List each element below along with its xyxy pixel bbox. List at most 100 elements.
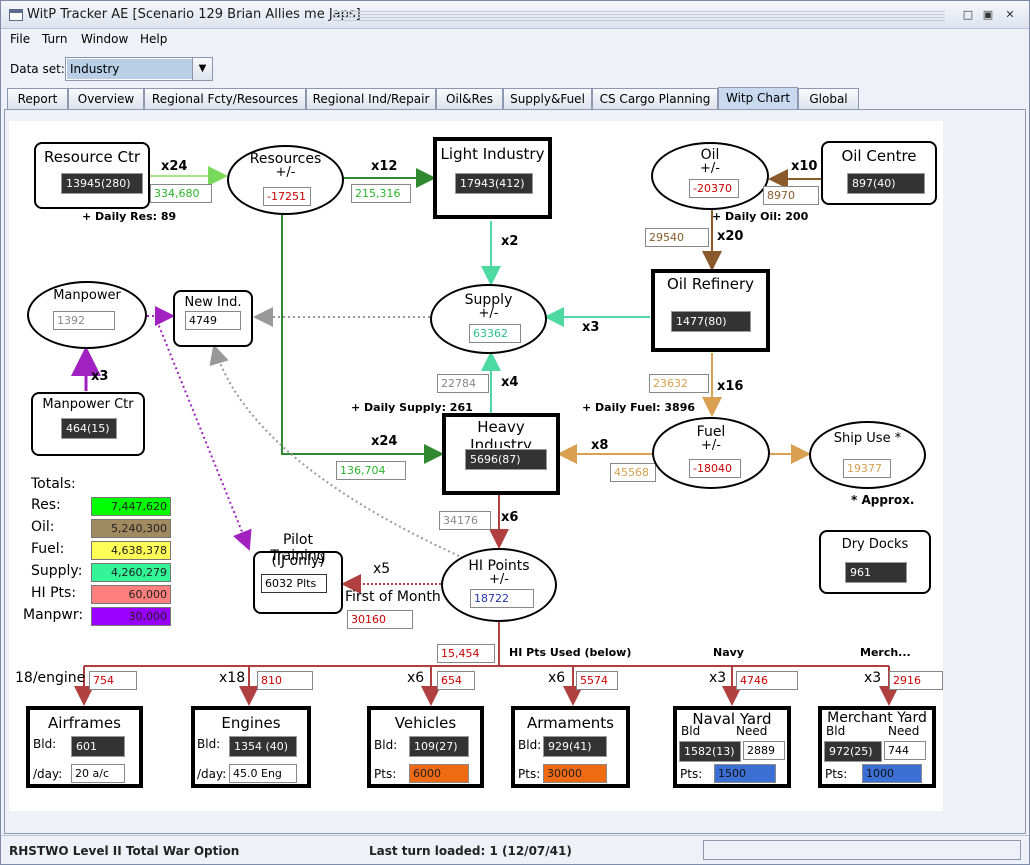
dataset-select[interactable]: Industry ▼	[65, 57, 213, 81]
res-to-resources-value: 334,680	[150, 184, 212, 203]
vehicles-title: Vehicles	[394, 714, 457, 732]
resource-ctr-title: Resource Ctr	[43, 148, 141, 166]
engines-day-label: /day:	[197, 767, 227, 781]
light-industry-title: Light Industry	[440, 145, 545, 163]
fuel-node: Fuel +/- -18040	[652, 417, 770, 489]
refinery-supply-mult: x3	[582, 320, 600, 335]
refinery-to-fuel-value: 23632	[649, 374, 709, 393]
supply-sub: +/-	[478, 306, 499, 321]
merchant-yard-mult: x3	[864, 670, 882, 686]
totals-row-label: Supply:	[31, 563, 83, 579]
tab-regional-fcty-resources[interactable]: Regional Fcty/Resources	[144, 88, 306, 109]
light-supply-mult: x2	[501, 234, 519, 249]
totals-row-label: HI Pts:	[31, 585, 77, 601]
oilcentre-to-oil-value: 8970	[763, 186, 819, 205]
resources-title: Resources	[249, 151, 322, 167]
merchant-yard-pts-value: 1000	[862, 764, 922, 783]
status-scenario: RHSTWO Level II Total War Option	[9, 844, 240, 858]
vehicles-pts-label: Pts:	[374, 767, 397, 781]
totals-row-value: 60,000	[91, 585, 171, 604]
supply-node: Supply +/- 63362	[430, 284, 547, 354]
minimize-icon[interactable]: □	[962, 8, 974, 21]
hi-used-label: HI Pts Used (below)	[509, 646, 632, 659]
armaments-node: Armaments Bld: 929(41) Pts: 30000	[511, 706, 630, 788]
res-mult: x24	[161, 159, 188, 174]
totals-row-value: 7,447,620	[91, 497, 171, 516]
naval-yard-bld-value: 1582(13)	[678, 740, 742, 763]
hi-to-supply-value: 22784	[437, 374, 489, 393]
airframes-day-label: /day:	[33, 767, 63, 781]
airframes-bld-label: Bld:	[33, 737, 57, 751]
chevron-down-icon[interactable]: ▼	[192, 58, 212, 80]
tab-oil-res[interactable]: Oil&Res	[436, 88, 503, 109]
engines-cost: 810	[257, 671, 313, 690]
res-to-heavy-value: 136,704	[336, 461, 406, 480]
resource-ctr-node: Resource Ctr 13945(280)	[34, 142, 150, 209]
tab-witp-chart[interactable]: Witp Chart	[718, 87, 798, 109]
naval-yard-mult: x3	[709, 670, 727, 686]
dataset-bar: Data set: Industry ▼	[1, 53, 1029, 85]
oil-node: Oil +/- -20370	[651, 142, 769, 210]
hi-points-value: 18722	[470, 589, 534, 608]
maximize-icon[interactable]: ▣	[982, 8, 994, 21]
totals-row-label: Manpwr:	[23, 607, 84, 623]
vehicles-pts-value: 6000	[409, 764, 469, 783]
light-industry-value: 17943(412)	[454, 172, 534, 195]
totals-row-value: 4,638,378	[91, 541, 171, 560]
hi-points-node: HI Points +/- 18722	[441, 548, 557, 622]
naval-yard-need-value: 2889	[743, 741, 785, 760]
dry-docks-node: Dry Docks 961	[819, 530, 931, 594]
vehicles-mult: x6	[407, 670, 425, 686]
close-icon[interactable]: ✕	[1005, 8, 1015, 21]
manpower-value: 1392	[53, 311, 115, 330]
ship-use-node: Ship Use * 19377	[809, 421, 926, 489]
totals-row-label: Oil:	[31, 519, 55, 535]
pilot-training-sub: (IJ only)	[271, 553, 325, 569]
heavy-to-hi-value: 34176	[439, 511, 491, 530]
tab-global[interactable]: Global	[798, 88, 859, 109]
engines-day-value: 45.0 Eng	[229, 764, 297, 783]
merchant-yard-pts-label: Pts:	[825, 767, 848, 781]
daily-oil-note: + Daily Oil: 200	[712, 210, 809, 223]
ship-use-title: Ship Use *	[833, 431, 902, 446]
first-of-month-label: First of Month	[345, 589, 441, 605]
manpower-title: Manpower	[53, 288, 121, 303]
oil-value: -20370	[689, 179, 739, 198]
tab-regional-ind-repair[interactable]: Regional Ind/Repair	[306, 88, 436, 109]
merchant-yard-need-label: Need	[888, 724, 920, 738]
menu-turn[interactable]: Turn	[42, 32, 68, 46]
fuel-title: Fuel	[696, 424, 726, 440]
engines-node: Engines Bld: 1354 (40) /day: 45.0 Eng	[191, 706, 311, 788]
window-title: WitP Tracker AE [Scenario 129 Brian Alli…	[27, 7, 367, 22]
oil-centre-value: 897(40)	[846, 172, 926, 195]
title-grip	[333, 9, 945, 21]
navy-label: Navy	[713, 646, 744, 659]
merch-label: Merch...	[860, 646, 911, 659]
menu-help[interactable]: Help	[140, 32, 168, 46]
airframes-mult: 18/engine	[15, 670, 86, 686]
daily-supply-note: + Daily Supply: 261	[351, 401, 473, 414]
totals-row-value: 4,260,279	[91, 563, 171, 582]
heavy-industry-value: 5696(87)	[464, 448, 548, 471]
menu-window[interactable]: Window	[81, 32, 129, 46]
resource-ctr-value: 13945(280)	[60, 172, 144, 195]
supply-title: Supply	[464, 292, 513, 308]
new-ind-node: New Ind. 4749	[173, 290, 253, 347]
hi-points-title: HI Points	[468, 558, 530, 574]
new-ind-title: New Ind.	[184, 295, 242, 310]
totals-title: Totals:	[31, 476, 76, 492]
menu-file[interactable]: File	[10, 32, 31, 46]
tab-supply-fuel[interactable]: Supply&Fuel	[503, 88, 592, 109]
dataset-label: Data set:	[10, 62, 65, 76]
manpower-mult: x3	[91, 369, 109, 384]
tab-report[interactable]: Report	[7, 88, 68, 109]
title-bar[interactable]: WitP Tracker AE [Scenario 129 Brian Alli…	[1, 1, 1029, 29]
daily-fuel-note: + Daily Fuel: 3896	[582, 401, 696, 414]
manpower-ctr-value: 464(15)	[60, 417, 118, 440]
tab-overview[interactable]: Overview	[68, 88, 144, 109]
tab-cs-cargo-planning[interactable]: CS Cargo Planning	[592, 88, 718, 109]
resources-sub: +/-	[275, 165, 296, 180]
armaments-mult: x6	[548, 670, 566, 686]
vehicles-node: Vehicles Bld: 109(27) Pts: 6000	[367, 706, 484, 788]
